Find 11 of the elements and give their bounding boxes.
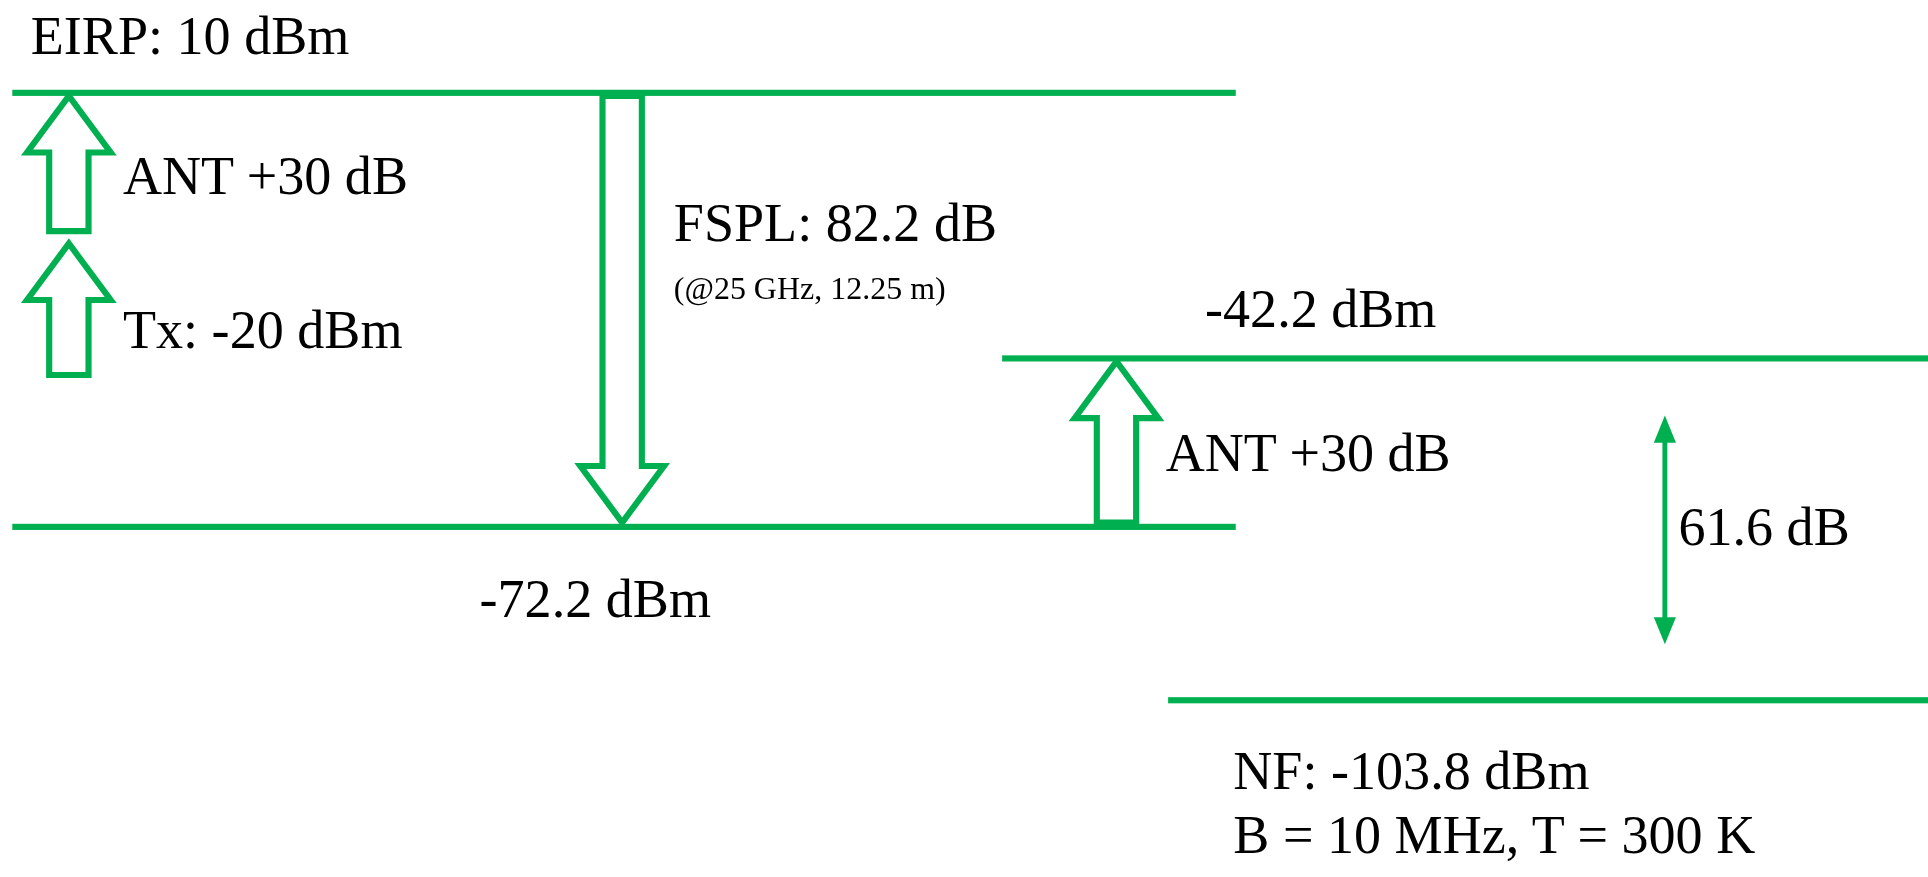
edge-label: ANT +30 dB [122, 150, 408, 205]
level-label: B = 10 MHz, T = 300 K [1233, 809, 1756, 864]
dimension-label: 61.6 dB [1678, 500, 1850, 555]
note-text: (@25 GHz, 12.25 m) [673, 272, 946, 305]
edge-label: ANT +30 dB [1165, 426, 1451, 481]
edge-label: FSPL: 82.2 dB [673, 196, 998, 251]
level-label: EIRP: 10 dBm [30, 9, 350, 64]
level-label: -72.2 dBm [479, 573, 711, 628]
level-label: -42.2 dBm [1205, 282, 1437, 337]
level-label: Tx: -20 dBm [122, 303, 403, 358]
level-label: NF: -103.8 dBm [1233, 745, 1590, 800]
